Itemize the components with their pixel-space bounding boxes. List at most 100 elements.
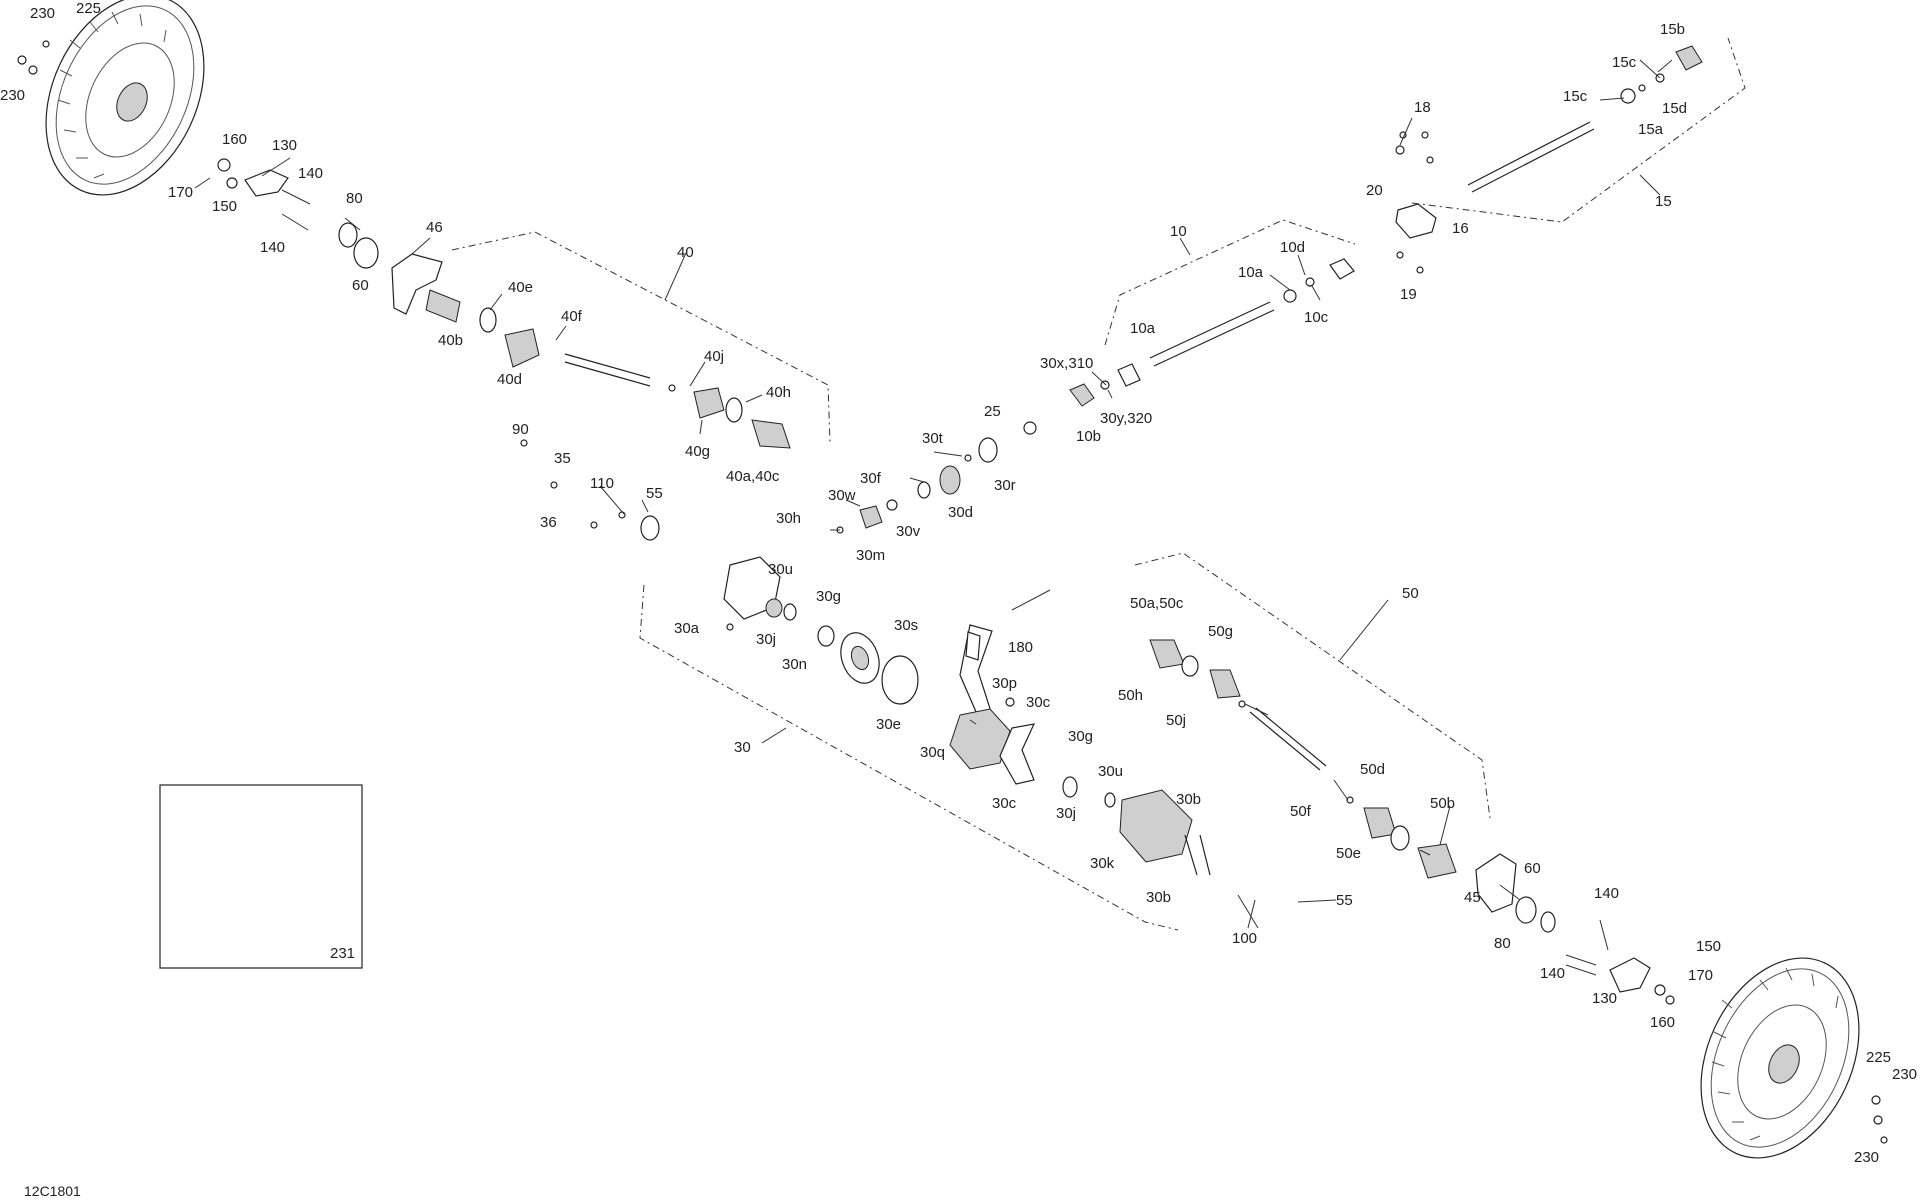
callout-30h: 30h — [776, 510, 801, 527]
wheel-tire-left — [45, 0, 205, 196]
callout-50g: 50g — [1208, 623, 1233, 640]
callout-170: 170 — [1688, 967, 1713, 984]
callout-230: 230 — [30, 5, 55, 22]
callout-150: 150 — [1696, 938, 1721, 955]
callout-50a-50c: 50a,50c — [1130, 595, 1184, 612]
callout-50f: 50f — [1290, 803, 1312, 820]
inset-box-231: 231 — [159, 784, 363, 969]
callout-90: 90 — [512, 421, 529, 438]
callout-40b: 40b — [438, 332, 463, 349]
callout-80: 80 — [346, 190, 363, 207]
callout-150: 150 — [212, 198, 237, 215]
callout-30d: 30d — [948, 504, 973, 521]
callout-50b: 50b — [1430, 795, 1455, 812]
pinion-30 — [836, 421, 1037, 534]
callout-30m: 30m — [856, 547, 885, 564]
callout-30c: 30c — [1026, 694, 1051, 711]
callout-30x-310: 30x,310 — [1040, 355, 1093, 372]
callout-140: 140 — [260, 239, 285, 256]
callout-140: 140 — [1594, 885, 1619, 902]
callout-140: 140 — [298, 165, 323, 182]
callout-30f: 30f — [860, 470, 882, 487]
callout-25: 25 — [984, 403, 1001, 420]
callout-15c: 15c — [1612, 54, 1637, 71]
callout-40f: 40f — [561, 308, 583, 325]
document-id: 12C1801 — [24, 1183, 81, 1199]
callout-36: 36 — [540, 514, 557, 531]
callout-230: 230 — [1892, 1066, 1917, 1083]
assembly-label-40: 40 — [677, 244, 694, 261]
callout-46: 46 — [426, 219, 443, 236]
callout-10a: 10a — [1130, 320, 1156, 337]
callout-10c: 10c — [1304, 309, 1329, 326]
callout-30v: 30v — [896, 523, 921, 540]
callout-30g: 30g — [816, 588, 841, 605]
callout-40e: 40e — [508, 279, 533, 296]
shaft-15 — [1395, 45, 1703, 274]
callout-30y-320: 30y,320 — [1100, 410, 1152, 427]
callout-60: 60 — [1524, 860, 1541, 877]
assembly-label-30: 30 — [734, 739, 751, 756]
callout-30a: 30a — [674, 620, 700, 637]
callout-180: 180 — [1008, 639, 1033, 656]
callout-30k: 30k — [1090, 855, 1115, 872]
callout-50e: 50e — [1336, 845, 1361, 862]
right-hub-hardware — [1475, 853, 1888, 1144]
callout-225: 225 — [1866, 1049, 1891, 1066]
callout-30u: 30u — [1098, 763, 1123, 780]
callout-100: 100 — [1232, 930, 1257, 947]
callout-40a-40c: 40a,40c — [726, 468, 780, 485]
callout-30g: 30g — [1068, 728, 1093, 745]
callout-10d: 10d — [1280, 239, 1305, 256]
callout-45: 45 — [1464, 889, 1481, 906]
callout-60: 60 — [352, 277, 369, 294]
assembly-label-15: 15 — [1655, 193, 1672, 210]
callout-30e: 30e — [876, 716, 901, 733]
callout-30q: 30q — [920, 744, 945, 761]
front-drive-shaft-40 — [425, 289, 791, 449]
callout-18: 18 — [1414, 99, 1431, 116]
part-callouts: 230 225 230 160 130 140 170 150 140 80 6… — [0, 0, 1917, 1166]
callout-140: 140 — [1540, 965, 1565, 982]
callout-30b: 30b — [1176, 791, 1201, 808]
callout-40h: 40h — [766, 384, 791, 401]
rear-drive-shaft-50 — [1149, 639, 1457, 879]
callout-50j: 50j — [1166, 712, 1186, 729]
callout-30t: 30t — [922, 430, 944, 447]
left-hub-hardware — [17, 40, 443, 315]
callout-20: 20 — [1366, 182, 1383, 199]
callout-130: 130 — [272, 137, 297, 154]
callout-15d: 15d — [1662, 100, 1687, 117]
callout-30b: 30b — [1146, 889, 1171, 906]
callout-50d: 50d — [1360, 761, 1385, 778]
callout-10b: 10b — [1076, 428, 1101, 445]
assembly-label-10: 10 — [1170, 223, 1187, 240]
callout-170: 170 — [168, 184, 193, 201]
callout-130: 130 — [1592, 990, 1617, 1007]
callout-30w: 30w — [828, 487, 856, 504]
callout-30n: 30n — [782, 656, 807, 673]
callout-30c: 30c — [992, 795, 1017, 812]
assembly-labels: 40 10 15 30 50 — [677, 193, 1672, 756]
callout-55: 55 — [646, 485, 663, 502]
callout-225: 225 — [76, 0, 101, 17]
prop-shaft-10 — [1069, 258, 1355, 407]
callout-30j: 30j — [756, 631, 776, 648]
callout-30u: 30u — [768, 561, 793, 578]
callout-50h: 50h — [1118, 687, 1143, 704]
callout-30s: 30s — [894, 617, 918, 634]
callout-80: 80 — [1494, 935, 1511, 952]
callout-30p: 30p — [992, 675, 1017, 692]
callout-230: 230 — [0, 87, 25, 104]
callout-15a: 15a — [1638, 121, 1664, 138]
callout-leaders — [194, 59, 1673, 951]
callout-160: 160 — [1650, 1014, 1675, 1031]
callout-230: 230 — [1854, 1149, 1879, 1166]
inset-box-label: 231 — [330, 945, 355, 962]
callout-30r: 30r — [994, 477, 1016, 494]
callout-19: 19 — [1400, 286, 1417, 303]
callout-15c: 15c — [1563, 88, 1588, 105]
callout-55: 55 — [1336, 892, 1353, 909]
callout-40d: 40d — [497, 371, 522, 388]
